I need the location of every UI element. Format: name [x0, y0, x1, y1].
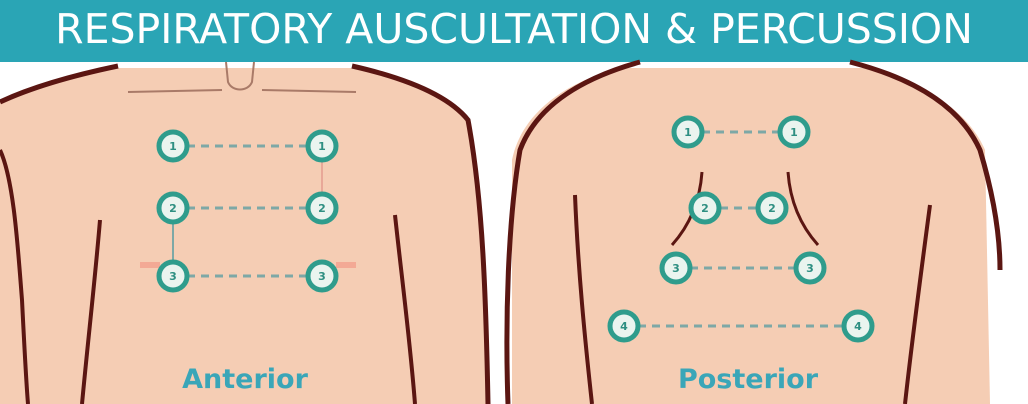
posterior-label: Posterior [678, 364, 819, 395]
auscultation-point-number: 4 [620, 320, 628, 333]
auscultation-point-p8: 4 [844, 312, 872, 340]
auscultation-point-p3: 2 [691, 194, 719, 222]
posterior-torso [512, 68, 990, 404]
auscultation-point-number: 2 [169, 202, 177, 215]
auscultation-point-number: 1 [684, 126, 692, 139]
posterior-panel: 1 1 2 2 3 3 4 4 Posterior [507, 62, 1000, 404]
auscultation-point-number: 3 [318, 270, 326, 283]
auscultation-point-number: 3 [672, 262, 680, 275]
anterior-right-marker [336, 262, 356, 268]
auscultation-point-number: 3 [169, 270, 177, 283]
auscultation-point-a1: 1 [159, 132, 187, 160]
auscultation-point-number: 2 [768, 202, 776, 215]
auscultation-point-p6: 3 [796, 254, 824, 282]
anterior-left-marker [140, 262, 160, 268]
auscultation-point-p5: 3 [662, 254, 690, 282]
auscultation-point-number: 4 [854, 320, 862, 333]
auscultation-point-p7: 4 [610, 312, 638, 340]
auscultation-point-a5: 3 [159, 262, 187, 290]
auscultation-point-number: 1 [169, 140, 177, 153]
auscultation-point-p4: 2 [758, 194, 786, 222]
auscultation-point-a6: 3 [308, 262, 336, 290]
auscultation-point-number: 3 [806, 262, 814, 275]
auscultation-point-p1: 1 [674, 118, 702, 146]
auscultation-point-number: 2 [701, 202, 709, 215]
anterior-panel: 1 1 2 2 3 3 Anterior [0, 62, 490, 404]
auscultation-point-p2: 1 [780, 118, 808, 146]
auscultation-point-a4: 2 [308, 194, 336, 222]
auscultation-point-number: 1 [318, 140, 326, 153]
anterior-torso [0, 68, 490, 404]
auscultation-point-number: 1 [790, 126, 798, 139]
auscultation-point-a3: 2 [159, 194, 187, 222]
anterior-label: Anterior [182, 364, 308, 395]
auscultation-point-a2: 1 [308, 132, 336, 160]
auscultation-point-number: 2 [318, 202, 326, 215]
